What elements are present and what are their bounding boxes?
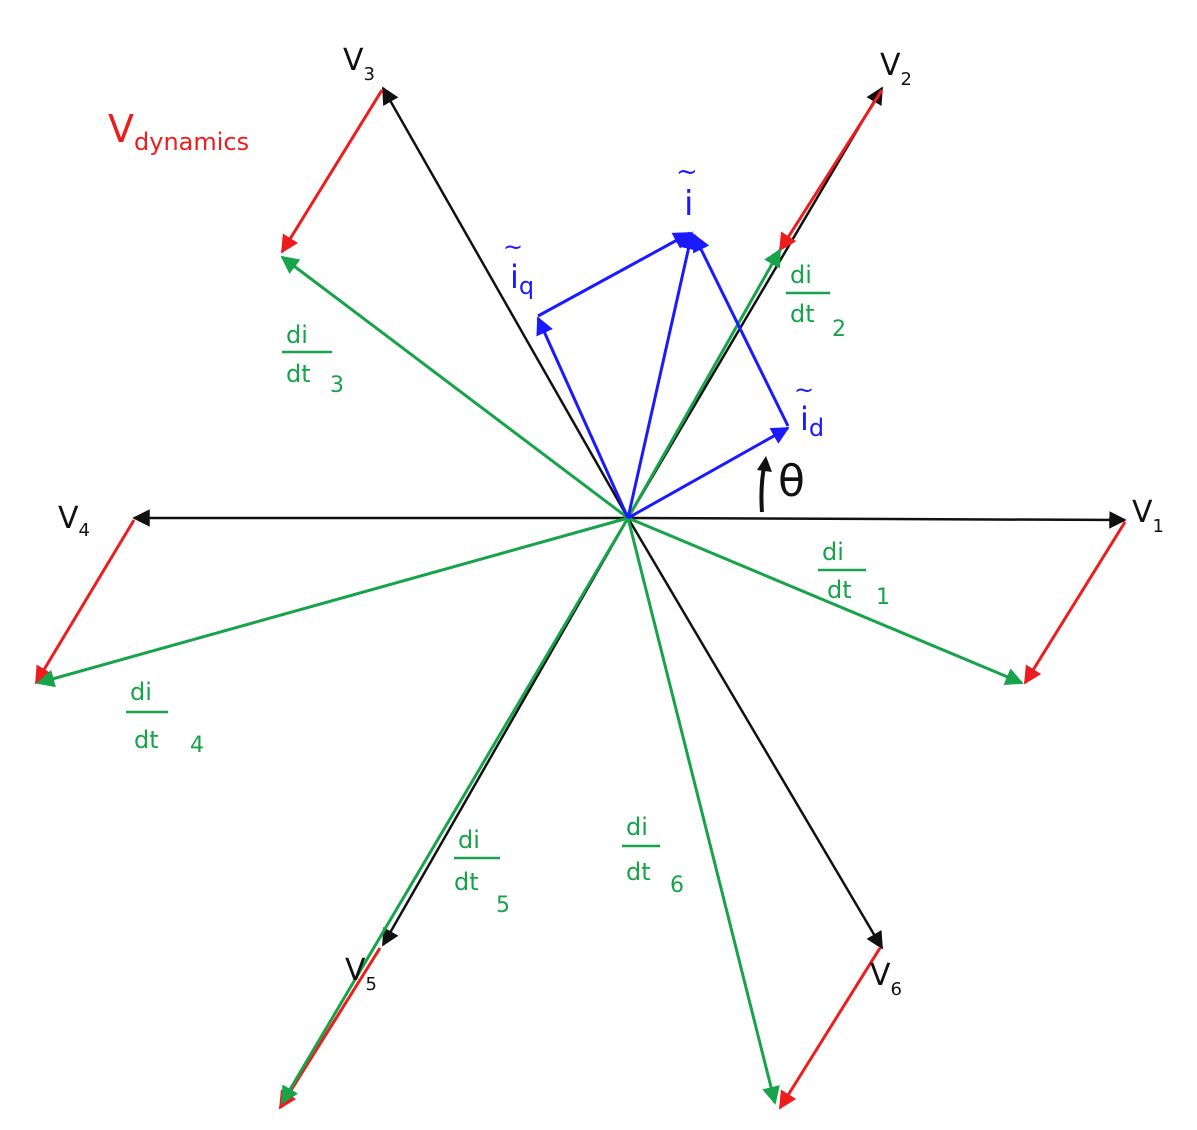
- vdyn-at-v6: [778, 947, 882, 1110]
- v3-vector: [381, 86, 630, 519]
- v6-label: V6: [870, 958, 902, 1000]
- dynamics-vectors: [34, 89, 1127, 1110]
- svg-text:4: 4: [190, 733, 204, 758]
- iq-tilde: ~: [503, 233, 523, 261]
- svg-text:5: 5: [496, 893, 510, 918]
- vdynamics-label: Vdynamics: [108, 107, 249, 156]
- v6-vector: [626, 517, 884, 950]
- svg-text:dt: dt: [626, 858, 651, 886]
- v3-label: V3: [343, 43, 375, 85]
- v2-label: V2: [880, 48, 912, 90]
- theta-arrow-head: [757, 456, 772, 472]
- svg-text:di: di: [822, 538, 844, 566]
- id-label: id: [800, 400, 824, 442]
- theta-label: θ: [778, 456, 805, 507]
- iq-label: iq: [510, 258, 534, 300]
- didt6-vector: [626, 517, 780, 1105]
- didt1-label: di dt 1: [818, 538, 890, 610]
- didt-vectors: [36, 248, 1024, 1105]
- didt5-vector: [280, 517, 630, 1105]
- svg-text:1: 1: [876, 585, 890, 610]
- didt2-label: di dt 2: [786, 261, 846, 342]
- didt2-vector: [626, 248, 782, 519]
- svg-text:3: 3: [330, 373, 344, 398]
- didt3-vector: [280, 255, 629, 520]
- vdyn-at-v3: [280, 89, 384, 254]
- vdyn-at-v1: [1023, 521, 1127, 685]
- v1-vector: [627, 511, 1127, 529]
- svg-text:di: di: [286, 321, 308, 349]
- i-vector: [626, 231, 698, 519]
- svg-text:dt: dt: [454, 868, 479, 896]
- didt-labels: di dt 1 di dt 2 di dt 3 di dt 4 di: [126, 261, 890, 918]
- svg-text:2: 2: [832, 317, 846, 342]
- didt1-vector: [627, 516, 1024, 686]
- vdyn-at-v5: [278, 947, 382, 1110]
- v4-label: V4: [58, 501, 90, 541]
- vdyn-at-v2: [778, 89, 884, 252]
- didt3-label: di dt 3: [282, 321, 344, 398]
- current-vectors: [536, 231, 790, 520]
- svg-text:di: di: [130, 678, 152, 706]
- iq-projection: [537, 231, 692, 318]
- current-labels: ~ i ~ iq ~ id: [503, 157, 824, 442]
- didt5-label: di dt 5: [454, 826, 510, 918]
- id-projection: [692, 233, 790, 427]
- v5-label: V5: [345, 953, 377, 995]
- svg-text:dt: dt: [790, 300, 815, 328]
- vdyn-at-v4: [34, 519, 136, 685]
- svg-text:di: di: [790, 261, 812, 289]
- id-vector: [627, 426, 790, 520]
- svg-text:dt: dt: [827, 576, 852, 604]
- iq-vector: [536, 316, 630, 519]
- didt6-label: di dt 6: [622, 813, 684, 898]
- svg-text:di: di: [458, 826, 480, 854]
- svg-text:6: 6: [670, 873, 684, 898]
- voltage-labels: V1 V2 V3 V4 V5 V6: [58, 43, 1164, 1000]
- i-tilde: ~: [676, 157, 698, 187]
- svg-text:di: di: [626, 813, 648, 841]
- id-tilde: ~: [794, 376, 814, 404]
- svg-text:dt: dt: [286, 360, 311, 388]
- theta-marker: θ: [757, 456, 805, 513]
- svg-text:dt: dt: [134, 726, 159, 754]
- v1-label: V1: [1132, 495, 1164, 537]
- i-label: i: [684, 184, 693, 224]
- didt4-vector: [36, 516, 629, 688]
- didt4-label: di dt 4: [126, 678, 204, 758]
